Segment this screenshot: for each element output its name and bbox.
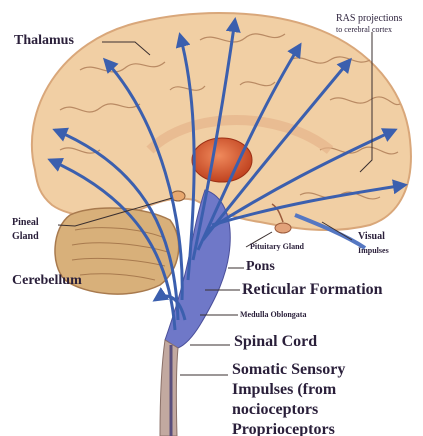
pituitary [275,223,291,233]
label-cerebellum: Cerebellum [12,274,82,288]
label-somatic-line2: Impulses (from [232,382,336,398]
label-medulla-oblongata: Medulla Oblongata [240,311,306,319]
label-ras-line2: to cerebral cortex [336,26,392,34]
label-pineal-line1: Pineal [12,218,39,228]
label-somatic-line4: Proprioceptors [232,422,335,436]
label-visual-line1: Visual [358,232,385,242]
label-somatic-line3: nocioceptors [232,402,318,418]
label-pineal-line2: Gland [12,232,39,242]
label-somatic-line1: Somatic Sensory [232,362,345,378]
thalamus [192,138,252,182]
label-visual-line2: Impulses [358,247,389,255]
label-pons: Pons [246,260,275,274]
label-reticular-formation: Reticular Formation [242,282,383,298]
label-ras-line1: RAS projections [336,14,402,24]
label-thalamus: Thalamus [14,34,74,48]
label-pituitary: Pituitary Gland [250,243,304,251]
label-spinal-cord: Spinal Cord [234,334,317,350]
spinal-cord [160,340,178,436]
